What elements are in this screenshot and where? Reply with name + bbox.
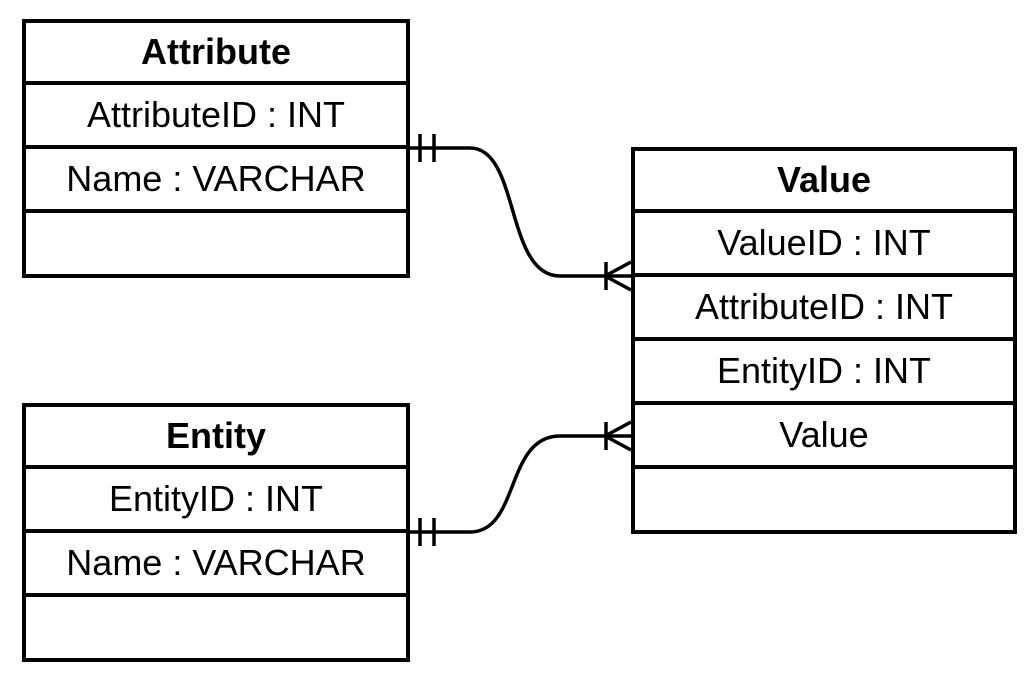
entity-value-connector-line <box>410 434 631 534</box>
entity-table-title: Entity <box>26 407 406 469</box>
attribute-value-relationship <box>410 134 632 292</box>
entity-field-entityid: EntityID : INT <box>26 469 406 533</box>
value-field-entityid: EntityID : INT <box>635 341 1013 405</box>
value-table: Value ValueID : INT AttributeID : INT En… <box>631 147 1017 534</box>
attribute-table: Attribute AttributeID : INT Name : VARCH… <box>22 19 410 278</box>
value-field-attributeid: AttributeID : INT <box>635 277 1013 341</box>
value-field-value: Value <box>635 405 1013 469</box>
attribute-table-title: Attribute <box>26 23 406 85</box>
value-field-valueid: ValueID : INT <box>635 213 1013 277</box>
attribute-field-attributeid: AttributeID : INT <box>26 85 406 149</box>
attribute-field-name: Name : VARCHAR <box>26 149 406 213</box>
value-crowfoot-upper <box>604 260 632 278</box>
value-table-title: Value <box>635 151 1013 213</box>
value-crowfoot-upper-2 <box>604 420 632 438</box>
entity-field-name: Name : VARCHAR <box>26 533 406 597</box>
value-empty-row <box>635 469 1013 533</box>
value-crowfoot-lower-2 <box>604 434 632 452</box>
attribute-empty-row <box>26 213 406 277</box>
entity-table: Entity EntityID : INT Name : VARCHAR <box>22 403 410 662</box>
entity-empty-row <box>26 597 406 661</box>
attribute-value-connector-line <box>410 146 631 278</box>
value-crowfoot-lower <box>604 274 632 292</box>
entity-value-relationship <box>410 420 632 546</box>
